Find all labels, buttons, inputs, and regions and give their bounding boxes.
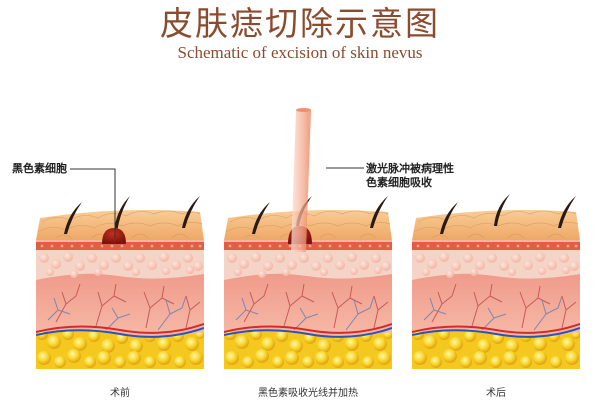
skin-panel-before [36,195,204,370]
laser-label-line2: 色素细胞吸收 [366,176,432,189]
hair-icon [114,196,130,232]
caption-during: 黑色素吸收光线并加热 [258,388,358,399]
laser-beam-top [296,108,311,112]
caption-after: 术后 [486,388,506,399]
hair-icon [494,194,510,226]
caption-before: 术前 [110,388,130,399]
melanocyte-leader-line [70,168,116,238]
title-english: Schematic of excision of skin nevus [177,43,423,62]
nevus-icon [102,228,126,244]
skin-panel-after [412,194,580,370]
laser-beam [291,110,311,252]
melanocyte-label: 黑色素细胞 [12,162,67,175]
title-chinese: 皮肤痣切除示意图 [160,4,440,43]
laser-label-line1: 激光脉冲被病理性 [366,162,454,175]
